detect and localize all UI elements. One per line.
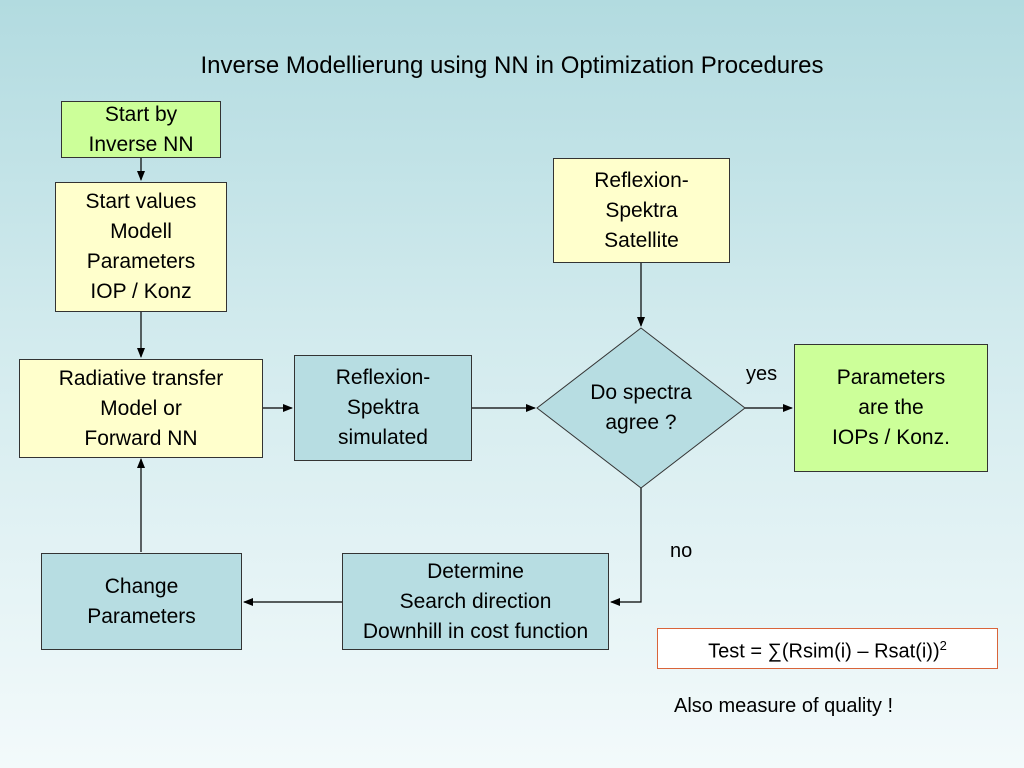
radiative-line-1: Radiative transfer	[58, 366, 224, 390]
radiative-line-3: Forward NN	[84, 426, 198, 450]
test-formula-exponent: 2	[939, 637, 947, 653]
test-formula-box: Test = ∑(Rsim(i) – Rsat(i))2	[657, 628, 998, 669]
start-values-line-1: Start values	[85, 190, 197, 213]
start-values-line-4: IOP / Konz	[90, 280, 192, 303]
test-formula-main: Test = ∑(Rsim(i) – Rsat(i))	[708, 640, 940, 663]
reflexion-satellite-box: Reflexion- Spektra Satellite	[553, 158, 730, 263]
start-values-box: Start values Modell Parameters IOP / Kon…	[55, 182, 227, 312]
decision-line-1: Do spectra	[590, 381, 692, 404]
start-inverse-nn-box: Start by Inverse NN	[61, 101, 221, 158]
reflexion-simulated-box: Reflexion- Spektra simulated	[294, 355, 472, 461]
determine-line-2: Search direction	[399, 589, 552, 613]
yes-label: yes	[746, 363, 778, 385]
change-line-1: Change	[104, 574, 179, 598]
reflexion-sim-line-1: Reflexion-	[335, 366, 431, 389]
parameters-result-line-2: are the	[858, 396, 924, 419]
start-inverse-line-1: Start by	[104, 102, 178, 126]
quality-note: Also measure of quality !	[674, 695, 893, 717]
parameters-result-line-1: Parameters	[836, 366, 946, 389]
radiative-transfer-box: Radiative transfer Model or Forward NN	[19, 359, 263, 458]
test-formula-text: Test = ∑(Rsim(i) – Rsat(i))2	[708, 634, 947, 664]
start-values-line-2: Modell	[110, 220, 172, 243]
determine-line-1: Determine	[427, 559, 524, 583]
parameters-result-line-3: IOPs / Konz.	[832, 426, 950, 449]
reflexion-sim-line-2: Spektra	[346, 396, 420, 419]
determine-line-3: Downhill in cost function	[362, 619, 589, 643]
change-line-2: Parameters	[87, 604, 196, 628]
radiative-line-2: Model or	[100, 396, 182, 420]
reflexion-sim-line-3: simulated	[338, 426, 428, 449]
reflexion-sat-line-1: Reflexion-	[594, 168, 689, 192]
determine-search-box: Determine Search direction Downhill in c…	[342, 553, 609, 650]
arrow-decision-no	[610, 488, 642, 606]
start-values-line-3: Parameters	[86, 250, 196, 273]
reflexion-sat-line-2: Spektra	[605, 198, 678, 222]
change-parameters-box: Change Parameters	[41, 553, 242, 650]
no-label: no	[670, 540, 693, 562]
reflexion-sat-line-3: Satellite	[604, 228, 679, 252]
start-inverse-line-2: Inverse NN	[88, 132, 194, 156]
decision-line-2: agree ?	[605, 411, 677, 434]
parameters-result-box: Parameters are the IOPs / Konz.	[794, 344, 988, 472]
decision-label: Do spectra agree ?	[537, 378, 745, 438]
page-title: Inverse Modellierung using NN in Optimiz…	[200, 52, 824, 79]
